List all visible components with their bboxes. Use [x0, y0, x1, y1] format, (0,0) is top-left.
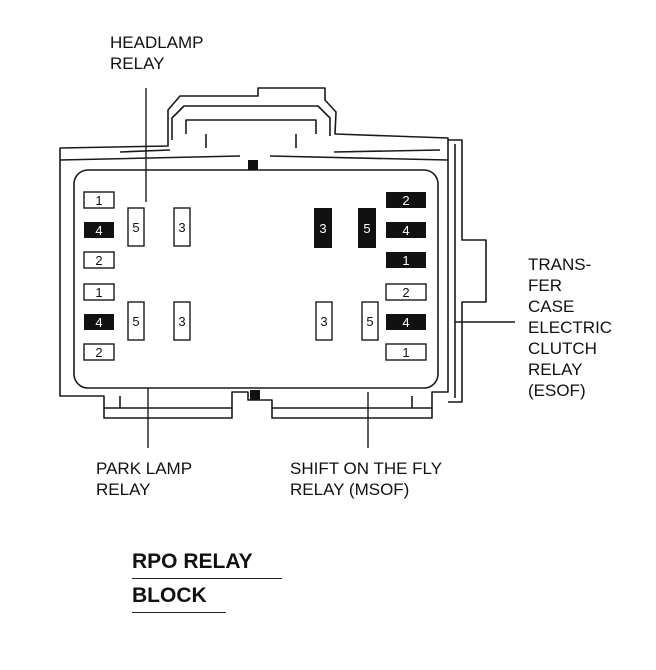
- diagram-title-line-2: BLOCK: [132, 584, 207, 607]
- label-line: RELAY (MSOF): [290, 480, 410, 499]
- park-lamp-relay-pins: 1 4 5 3 2: [83, 283, 191, 361]
- label-line: ELECTRIC: [528, 318, 613, 337]
- label-line: PARK LAMP: [96, 459, 193, 478]
- pin-label: 1: [402, 253, 409, 268]
- pin: [314, 208, 332, 248]
- pin: [386, 252, 426, 268]
- pin-label: 2: [402, 193, 409, 208]
- pin: [83, 251, 115, 269]
- title-underline-1: [132, 578, 282, 579]
- pin-label: 2: [95, 345, 102, 360]
- pin: [385, 283, 427, 301]
- key-square-bottom: [250, 390, 260, 400]
- pin-label: 1: [95, 193, 102, 208]
- pin-label: 1: [95, 285, 102, 300]
- pin-label: 3: [320, 314, 327, 329]
- pin: [386, 314, 426, 330]
- pin: [173, 207, 191, 247]
- key-square-top: [248, 160, 258, 170]
- pin-label: 4: [402, 223, 409, 238]
- label-line: FER: [528, 276, 562, 295]
- pin: [358, 208, 376, 248]
- pin: [127, 301, 145, 341]
- pin: [385, 343, 427, 361]
- label-line: CLUTCH: [528, 339, 597, 358]
- pin-label: 3: [178, 220, 185, 235]
- pin-label: 4: [95, 223, 102, 238]
- pin: [386, 192, 426, 208]
- label-line: RELAY: [96, 480, 151, 499]
- title-underline-2: [132, 612, 226, 613]
- pin-label: 4: [95, 315, 102, 330]
- headlamp-relay-label: HEADLAMP RELAY: [110, 32, 204, 74]
- park-lamp-relay-label: PARK LAMP RELAY: [96, 458, 192, 500]
- pin-label: 5: [132, 220, 139, 235]
- transfer-case-relay-label: TRANS- FER CASE ELECTRIC CLUTCH RELAY (E…: [528, 254, 612, 401]
- label-line: HEADLAMP: [110, 33, 204, 52]
- pin: [83, 343, 115, 361]
- pin: [83, 283, 115, 301]
- pin-field-panel: [73, 169, 439, 389]
- pin-label: 5: [363, 221, 370, 236]
- headlamp-relay-pins: 1 4 5 3 2: [83, 191, 191, 269]
- pin: [84, 222, 114, 238]
- pin-label: 1: [402, 345, 409, 360]
- diagram-title-line-1: RPO RELAY: [132, 550, 253, 573]
- transfer-case-relay-pins: 3 5 2 4 1: [315, 283, 427, 361]
- pin-label: 5: [132, 314, 139, 329]
- label-line: TRANS-: [528, 255, 592, 274]
- label-line: RELAY: [528, 360, 583, 379]
- pin: [173, 301, 191, 341]
- label-line: CASE: [528, 297, 575, 316]
- label-line: SHIFT ON THE FLY: [290, 459, 443, 478]
- pin: [361, 301, 379, 341]
- label-line: RELAY: [110, 54, 165, 73]
- shift-on-fly-relay-pins: 3 5 2 4 1: [314, 192, 426, 268]
- pin: [83, 191, 115, 209]
- pin-label: 4: [402, 315, 409, 330]
- label-line: (ESOF): [528, 381, 586, 400]
- pin-label: 2: [95, 253, 102, 268]
- pin-label: 3: [178, 314, 185, 329]
- shift-on-fly-relay-label: SHIFT ON THE FLY RELAY (MSOF): [290, 458, 442, 500]
- pin: [386, 222, 426, 238]
- pin-label: 2: [402, 285, 409, 300]
- pin-label: 5: [366, 314, 373, 329]
- pin: [315, 301, 333, 341]
- housing-outline: [59, 87, 449, 419]
- pin: [127, 207, 145, 247]
- pin: [84, 314, 114, 330]
- pin-label: 3: [319, 221, 326, 236]
